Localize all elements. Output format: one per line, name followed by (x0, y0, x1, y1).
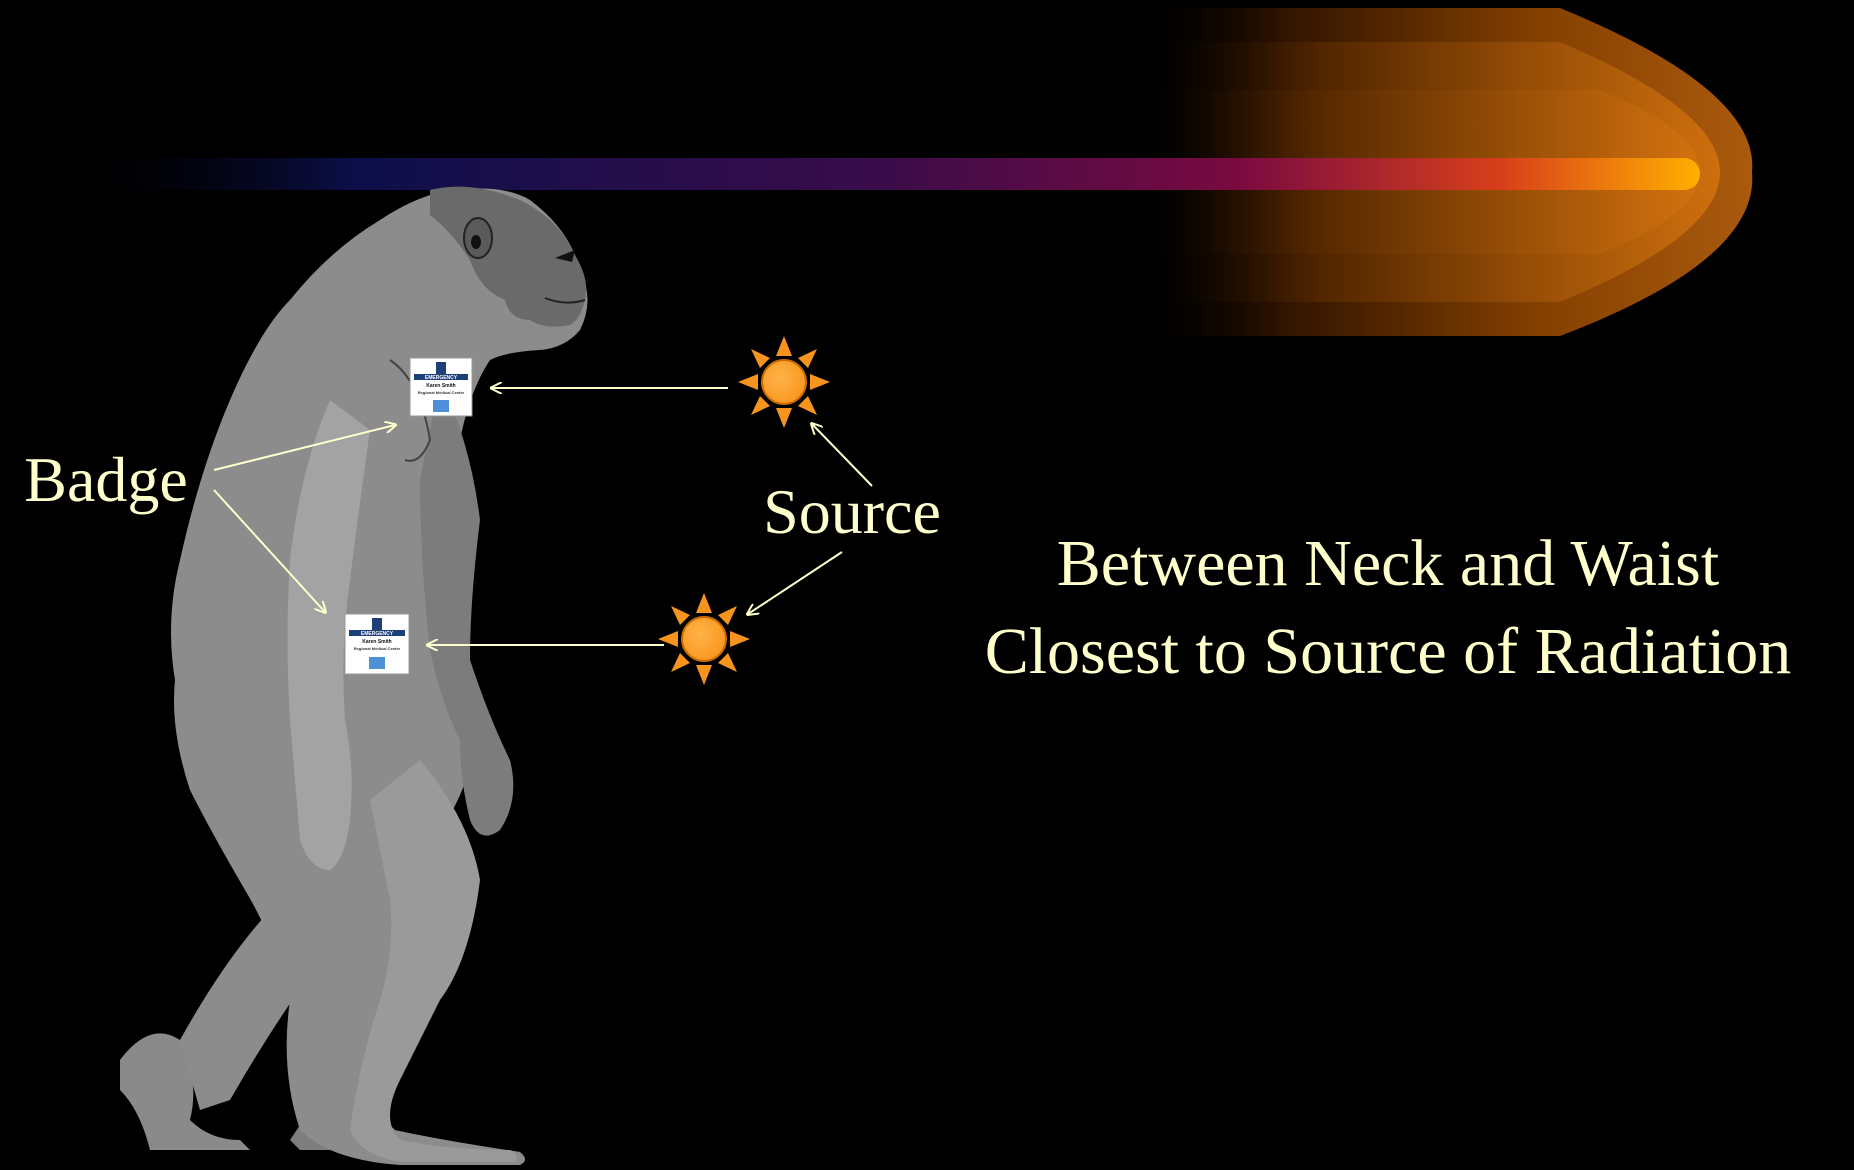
badge-header: EMERGENCY (425, 375, 458, 381)
sun-icon (738, 336, 830, 428)
badge-header: EMERGENCY (361, 631, 394, 637)
badge-org: Regional Medical Center (354, 646, 401, 651)
dosimeter-badge-icon: EMERGENCY Karen Smith Regional Medical C… (410, 358, 472, 416)
badge-name: Karen Smith (362, 639, 391, 645)
source-label: Source (763, 476, 941, 547)
caption-line-2: Closest to Source of Radiation (985, 615, 1792, 688)
sun-icon (658, 593, 750, 685)
badge-label: Badge (24, 444, 188, 515)
badge-name: Karen Smith (426, 383, 455, 389)
primate-figure-icon (120, 187, 588, 1165)
badge-org: Regional Medical Center (418, 390, 465, 395)
dosimeter-badge-icon: EMERGENCY Karen Smith Regional Medical C… (345, 614, 409, 674)
arrow-label-to-lower-source (748, 552, 842, 614)
caption-line-1: Between Neck and Waist (1057, 527, 1719, 600)
